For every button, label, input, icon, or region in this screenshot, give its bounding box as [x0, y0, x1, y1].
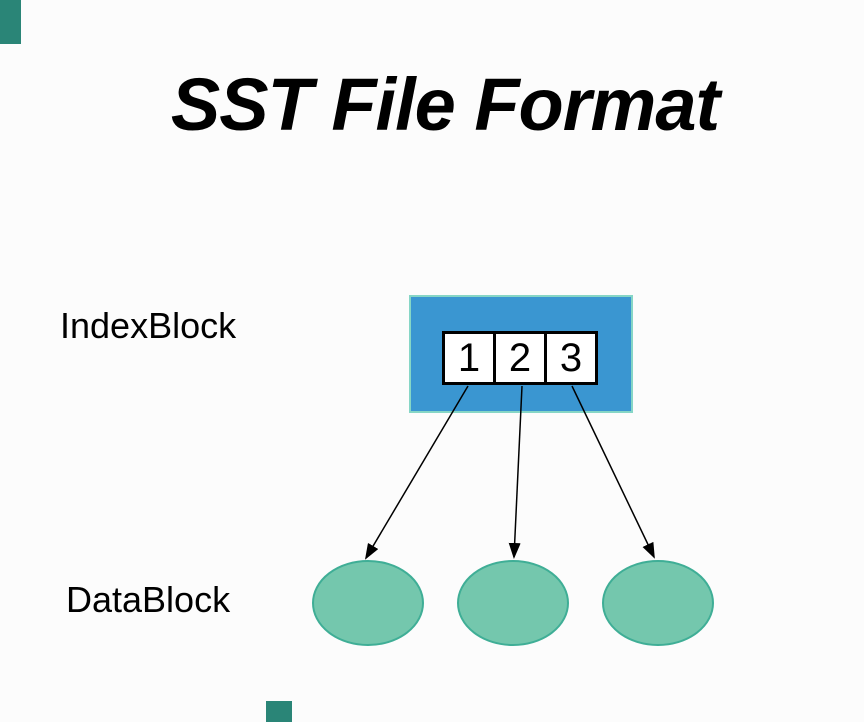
datablock-ellipse-3: [602, 560, 714, 646]
index-cell-row: 1 2 3: [442, 331, 598, 385]
datablock-label: DataBlock: [66, 579, 231, 620]
corner-marker-bottom: [266, 701, 292, 722]
slide-title: SST File Format: [170, 63, 720, 146]
datablock-ellipse-1: [312, 560, 424, 646]
indexblock-label: IndexBlock: [60, 305, 237, 346]
index-cell-2: 2: [493, 331, 547, 385]
index-cell-3: 3: [544, 331, 598, 385]
corner-marker-top-left: [0, 0, 21, 44]
datablock-ellipse-2: [457, 560, 569, 646]
index-cell-1: 1: [442, 331, 496, 385]
